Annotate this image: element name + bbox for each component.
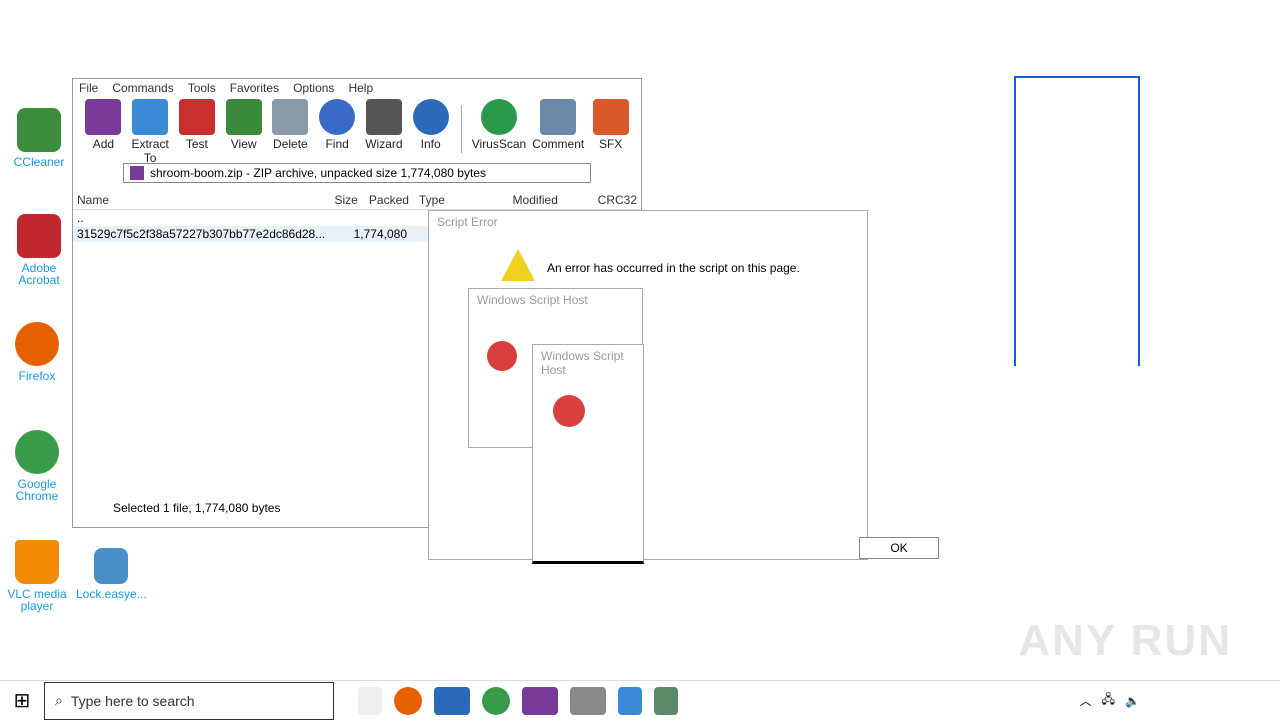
warning-icon — [501, 249, 535, 281]
app-taskbar-icon[interactable] — [654, 686, 678, 715]
wizard-button[interactable]: Wizard — [364, 99, 405, 159]
menu-tools[interactable]: Tools — [187, 81, 216, 95]
file-list-header: Name Size Packed Type Modified CRC32 — [73, 191, 641, 210]
toolbar-divider — [461, 105, 462, 153]
script-error-taskbar-icon[interactable] — [570, 686, 606, 715]
vlc-icon — [15, 540, 59, 584]
error-icon — [487, 341, 517, 371]
firefox-icon — [15, 322, 59, 366]
wsh-dialog-2: Windows Script Host — [532, 344, 644, 564]
menu-bar: File Commands Tools Favorites Options He… — [73, 79, 641, 97]
image-file-icon — [94, 548, 128, 584]
desktop-icon-chrome[interactable]: Google Chrome — [2, 430, 72, 502]
tray-chevron-icon[interactable]: ︿ — [1079, 694, 1092, 708]
col-name[interactable]: Name — [77, 193, 110, 207]
dialog-title: Windows Script Host — [541, 349, 624, 377]
menu-favorites[interactable]: Favorites — [229, 81, 280, 95]
virus-scan-icon — [480, 99, 517, 135]
trash-icon — [272, 99, 309, 135]
info-icon — [412, 99, 449, 135]
comment-icon — [540, 99, 577, 135]
delete-button[interactable]: Delete — [270, 99, 311, 159]
test-button[interactable]: Test — [177, 99, 218, 159]
archive-icon — [130, 166, 144, 180]
menu-commands[interactable]: Commands — [112, 81, 174, 95]
ok-button[interactable]: OK — [859, 537, 939, 559]
desktop-icon-acrobat[interactable]: Adobe Acrobat — [4, 214, 74, 286]
background-window — [1014, 76, 1140, 366]
comment-button[interactable]: Comment — [532, 99, 584, 159]
error-icon — [553, 395, 585, 427]
task-view-icon[interactable] — [358, 686, 382, 715]
menu-file[interactable]: File — [79, 81, 99, 95]
col-crc32[interactable]: CRC32 — [597, 193, 638, 207]
desktop-icon-vlc[interactable]: VLC media player — [2, 540, 72, 612]
info-button[interactable]: Info — [410, 99, 451, 159]
status-bar: Selected 1 file, 1,774,080 bytes — [113, 501, 281, 515]
search-icon: ⌕ — [55, 692, 63, 708]
col-modified[interactable]: Modified — [512, 193, 558, 207]
winrar-taskbar-icon[interactable] — [522, 686, 558, 715]
taskbar: ⊞ ⌕Type here to search ︿ 🖧 🔈 — [0, 680, 1280, 720]
extract-to-button[interactable]: Extract To — [130, 99, 171, 165]
acrobat-icon — [17, 214, 61, 258]
dialog-title: Script Error — [437, 215, 498, 229]
search-box[interactable]: ⌕Type here to search — [44, 681, 334, 720]
toolbar: Add Extract To Test View Delete Find Wiz… — [73, 97, 641, 165]
network-icon[interactable]: 🖧 — [1101, 692, 1116, 706]
chrome-icon — [15, 430, 59, 474]
start-button[interactable]: ⊞ — [0, 681, 44, 721]
dialog-title: Windows Script Host — [477, 293, 588, 307]
view-icon — [225, 99, 262, 135]
col-size[interactable]: Size — [334, 193, 358, 207]
ccleaner-icon — [17, 108, 61, 152]
windows-logo-icon: ⊞ — [13, 690, 31, 712]
desktop-icon-firefox[interactable]: Firefox — [2, 322, 72, 382]
wand-icon — [365, 99, 402, 135]
menu-help[interactable]: Help — [348, 81, 374, 95]
firefox-taskbar-icon[interactable] — [394, 686, 422, 715]
add-button[interactable]: Add — [83, 99, 124, 159]
desktop-icon-ccleaner[interactable]: CCleaner — [4, 108, 74, 168]
error-message: An error has occurred in the script on t… — [547, 261, 800, 275]
extract-icon — [132, 99, 169, 135]
view-button[interactable]: View — [223, 99, 264, 159]
sfx-button[interactable]: SFX — [590, 99, 631, 159]
desktop-icon-lock-easye[interactable]: Lock.easye... — [76, 548, 147, 600]
volume-icon[interactable]: 🔈 — [1125, 693, 1140, 708]
table-row[interactable]: .. — [77, 211, 84, 225]
desktop: CCleaner Adobe Acrobat Firefox Google Ch… — [2, 76, 1232, 665]
archive-path-bar[interactable]: shroom-boom.zip - ZIP archive, unpacked … — [123, 163, 591, 183]
file-explorer-icon[interactable] — [434, 686, 470, 715]
magnifier-icon — [319, 99, 356, 135]
test-icon — [178, 99, 215, 135]
anyrun-watermark: ANY RUN — [1018, 616, 1232, 665]
col-type[interactable]: Type — [418, 193, 445, 207]
find-button[interactable]: Find — [317, 99, 358, 159]
add-icon — [85, 99, 122, 135]
chrome-taskbar-icon[interactable] — [482, 686, 510, 715]
wsh-taskbar-icon[interactable] — [618, 686, 642, 715]
menu-options[interactable]: Options — [293, 81, 335, 95]
virusscan-button[interactable]: VirusScan — [472, 99, 526, 159]
sfx-icon — [592, 99, 629, 135]
col-packed[interactable]: Packed — [368, 193, 409, 207]
